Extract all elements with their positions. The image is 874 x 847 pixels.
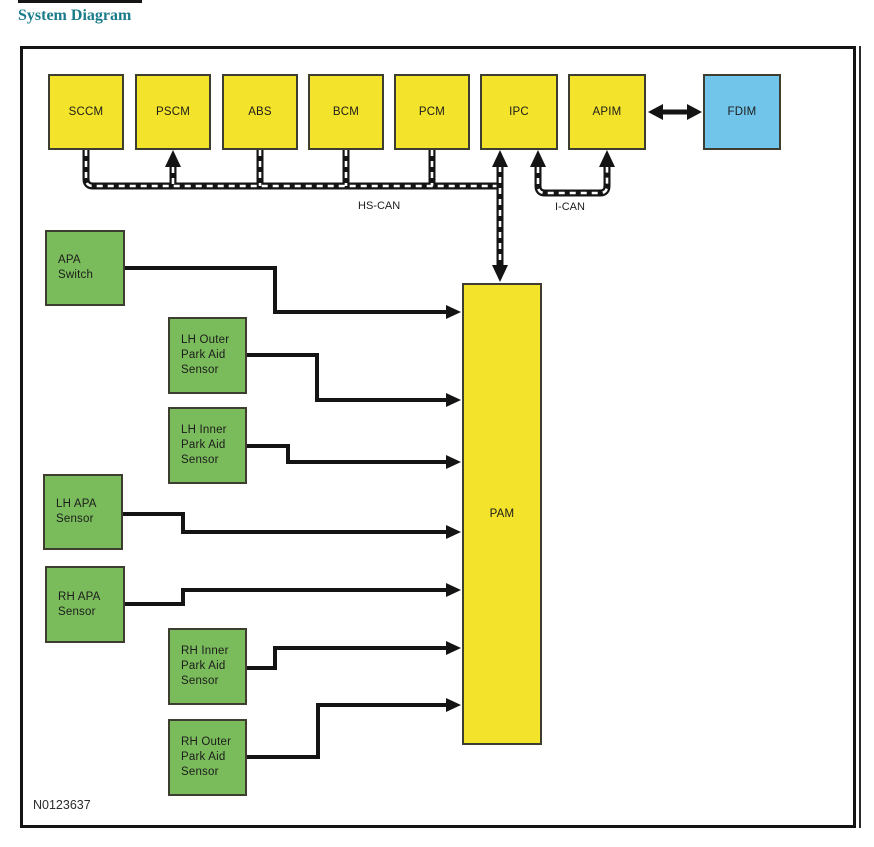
module-label: SCCM xyxy=(68,106,104,118)
page-title: System Diagram xyxy=(18,7,132,24)
wire-apa-switch xyxy=(125,266,447,314)
pam-box: PAM xyxy=(462,283,542,745)
module-label: PSCM xyxy=(155,106,191,118)
wire-lh-inner xyxy=(247,444,447,464)
input-label: RH Inner Park Aid Sensor xyxy=(181,645,229,687)
module-box-sccm: SCCM xyxy=(48,74,124,150)
module-label: ABS xyxy=(248,106,272,118)
pam-label: PAM xyxy=(489,508,515,520)
wire-lh-apa xyxy=(123,512,447,534)
input-label: RH Outer Park Aid Sensor xyxy=(181,736,232,778)
input-label: RH APA Sensor xyxy=(58,590,101,618)
input-label: LH Outer Park Aid Sensor xyxy=(181,334,230,376)
arrow-into-apim-side xyxy=(648,104,663,120)
hs-can-label: HS-CAN xyxy=(358,200,401,212)
input-label: LH Inner Park Aid Sensor xyxy=(181,424,227,466)
module-label: FDIM xyxy=(727,106,757,118)
module-box-pscm: PSCM xyxy=(135,74,211,150)
input-box-lh-outer-park-aid-sensor: LH Outer Park Aid Sensor xyxy=(168,317,247,394)
module-box-ipc: IPC xyxy=(480,74,558,150)
input-box-apa-switch: APA Switch xyxy=(45,230,125,306)
input-label: APA Switch xyxy=(58,254,94,281)
module-label: IPC xyxy=(509,106,529,118)
sensor-wires xyxy=(123,266,447,759)
apim-fdim-link xyxy=(648,104,702,120)
input-box-rh-inner-park-aid-sensor: RH Inner Park Aid Sensor xyxy=(168,628,247,705)
arrow-into-pscm xyxy=(165,150,181,167)
input-label: LH APA Sensor xyxy=(56,498,97,525)
arrow-into-apim xyxy=(599,150,615,167)
input-box-lh-inner-park-aid-sensor: LH Inner Park Aid Sensor xyxy=(168,407,247,484)
hs-can-bus xyxy=(82,150,500,190)
arrow-into-ipc-right xyxy=(530,150,546,167)
module-box-abs: ABS xyxy=(222,74,298,150)
wire-rh-apa xyxy=(125,588,447,606)
module-label: BCM xyxy=(332,106,360,118)
i-can-bus xyxy=(530,150,615,197)
arrow-into-ipc-left xyxy=(492,150,508,167)
figure-code: N0123637 xyxy=(33,798,91,812)
module-label: APIM xyxy=(592,106,622,118)
module-box-pcm: PCM xyxy=(394,74,470,150)
wire-rh-outer xyxy=(247,703,447,759)
wire-lh-outer xyxy=(247,353,447,402)
top-border-artifact xyxy=(18,0,142,3)
ipc-pam-link xyxy=(492,150,508,282)
input-box-rh-outer-park-aid-sensor: RH Outer Park Aid Sensor xyxy=(168,719,247,796)
wire-rh-inner xyxy=(247,646,447,670)
i-can-label: I-CAN xyxy=(555,201,585,213)
module-box-fdim: FDIM xyxy=(703,74,781,150)
module-box-bcm: BCM xyxy=(308,74,384,150)
input-box-lh-apa-sensor: LH APA Sensor xyxy=(43,474,123,550)
arrow-into-fdim-side xyxy=(687,104,702,120)
sensor-wire-arrowheads xyxy=(446,305,461,712)
module-label: PCM xyxy=(418,106,446,118)
diagram-frame-outer-edge xyxy=(859,46,861,828)
arrow-into-pam-top xyxy=(492,265,508,282)
diagram-frame xyxy=(20,46,856,828)
module-box-apim: APIM xyxy=(568,74,646,150)
input-box-rh-apa-sensor: RH APA Sensor xyxy=(45,566,125,643)
